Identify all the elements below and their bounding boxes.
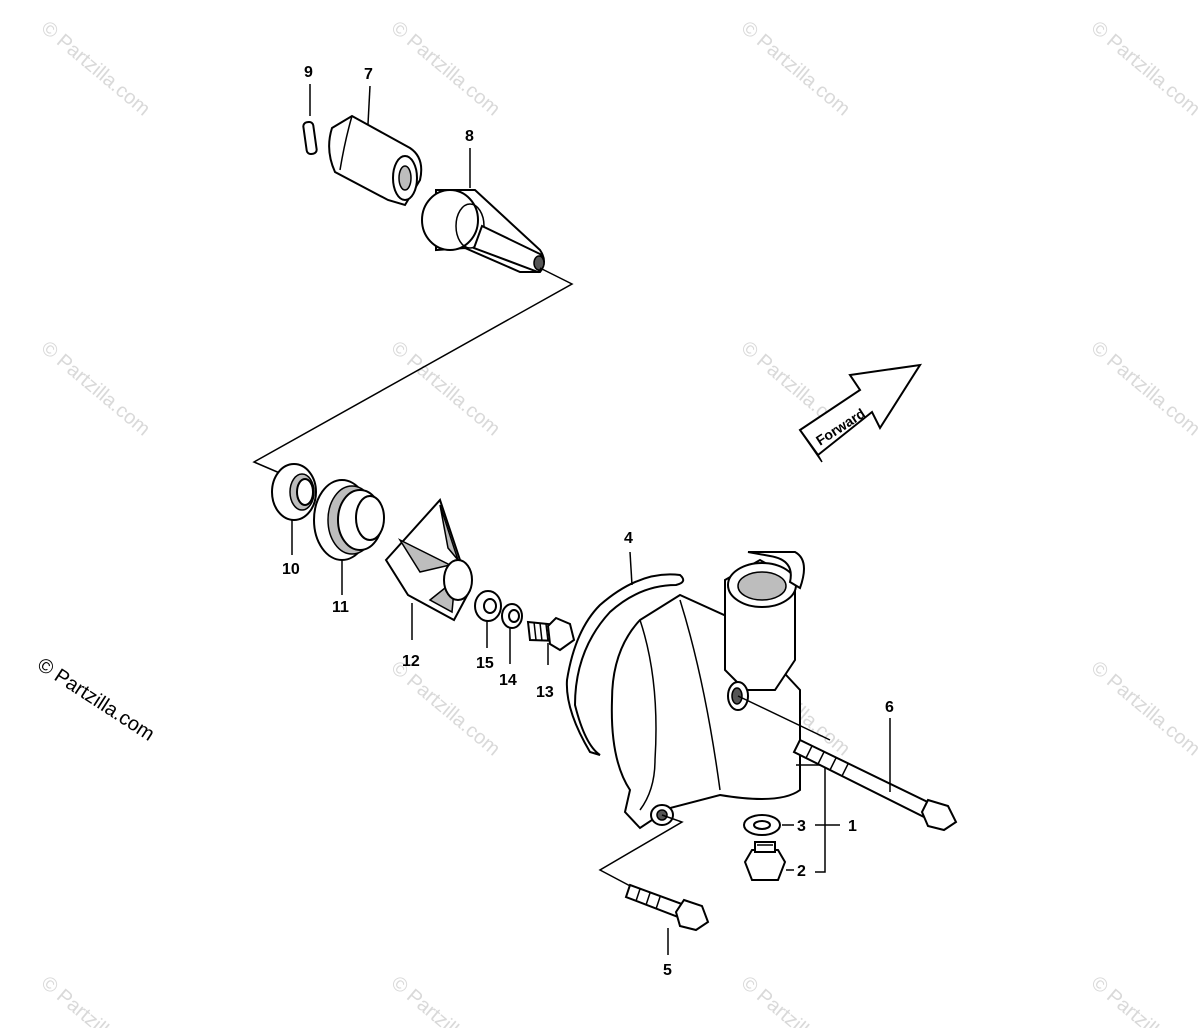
watermark: © Partzilla.com xyxy=(737,17,854,120)
watermark: © Partzilla.com xyxy=(37,972,154,1028)
callout-label: 9 xyxy=(304,64,313,81)
callout-label: 8 xyxy=(465,128,474,145)
callout-label: 12 xyxy=(402,653,420,670)
callout-label: 11 xyxy=(332,599,349,616)
watermark: © Partzilla.com xyxy=(387,337,504,440)
callout-label: 2 xyxy=(797,863,806,880)
callout-label: 1 xyxy=(848,818,857,835)
part-11-mechanical-seal[interactable] xyxy=(313,479,385,595)
callout-label: 5 xyxy=(663,962,672,979)
watermarks: © Partzilla.com © Partzilla.com © Partzi… xyxy=(37,17,1200,1028)
part-2-drain-bolt[interactable] xyxy=(743,841,794,881)
part-15-washer[interactable] xyxy=(474,590,502,648)
part-4-gasket[interactable] xyxy=(565,551,685,756)
watermark: © Partzilla.com xyxy=(37,337,154,440)
part-14-ring[interactable] xyxy=(501,603,523,664)
part-7-coupling[interactable] xyxy=(328,85,423,207)
part-12-impeller[interactable] xyxy=(384,498,473,640)
callout-label: 7 xyxy=(364,66,373,83)
watermark: © Partzilla.com xyxy=(1087,337,1200,440)
watermark: © Partzilla.com xyxy=(387,972,504,1028)
watermark: © Partzilla.com xyxy=(387,657,504,760)
callout-label: 15 xyxy=(476,655,494,672)
watermark: © Partzilla.com xyxy=(1087,657,1200,760)
watermark: © Partzilla.com xyxy=(37,17,154,120)
callout-label: 4 xyxy=(624,530,633,547)
copyright-text: © Partzilla.com xyxy=(33,654,158,746)
assembly-leader-line xyxy=(598,814,684,889)
watermark: © Partzilla.com xyxy=(1087,972,1200,1028)
callout-label: 10 xyxy=(282,561,300,578)
part-1-pump-cover[interactable] xyxy=(610,551,831,830)
part-10-oil-seal[interactable] xyxy=(271,463,317,555)
watermark: © Partzilla.com xyxy=(387,17,504,120)
callout-labels: 1 2 3 4 5 6 7 8 9 10 11 12 13 14 15 xyxy=(282,64,894,979)
callout-label: 6 xyxy=(885,699,894,716)
assembly-leader-line xyxy=(252,267,574,481)
part-6-long-bolt[interactable] xyxy=(792,718,958,832)
callout-label: 13 xyxy=(536,684,554,701)
callout-label: 14 xyxy=(499,672,517,689)
part-5-bolt[interactable] xyxy=(624,883,710,955)
callout-bracket xyxy=(796,764,826,873)
part-9-pin[interactable] xyxy=(302,84,318,156)
watermark: © Partzilla.com xyxy=(737,972,854,1028)
callout-label: 3 xyxy=(797,818,806,835)
part-3-washer[interactable] xyxy=(743,814,794,836)
part-8-shaft[interactable] xyxy=(421,148,545,274)
part-13-bolt[interactable] xyxy=(526,616,576,665)
watermark: © Partzilla.com xyxy=(1087,17,1200,120)
